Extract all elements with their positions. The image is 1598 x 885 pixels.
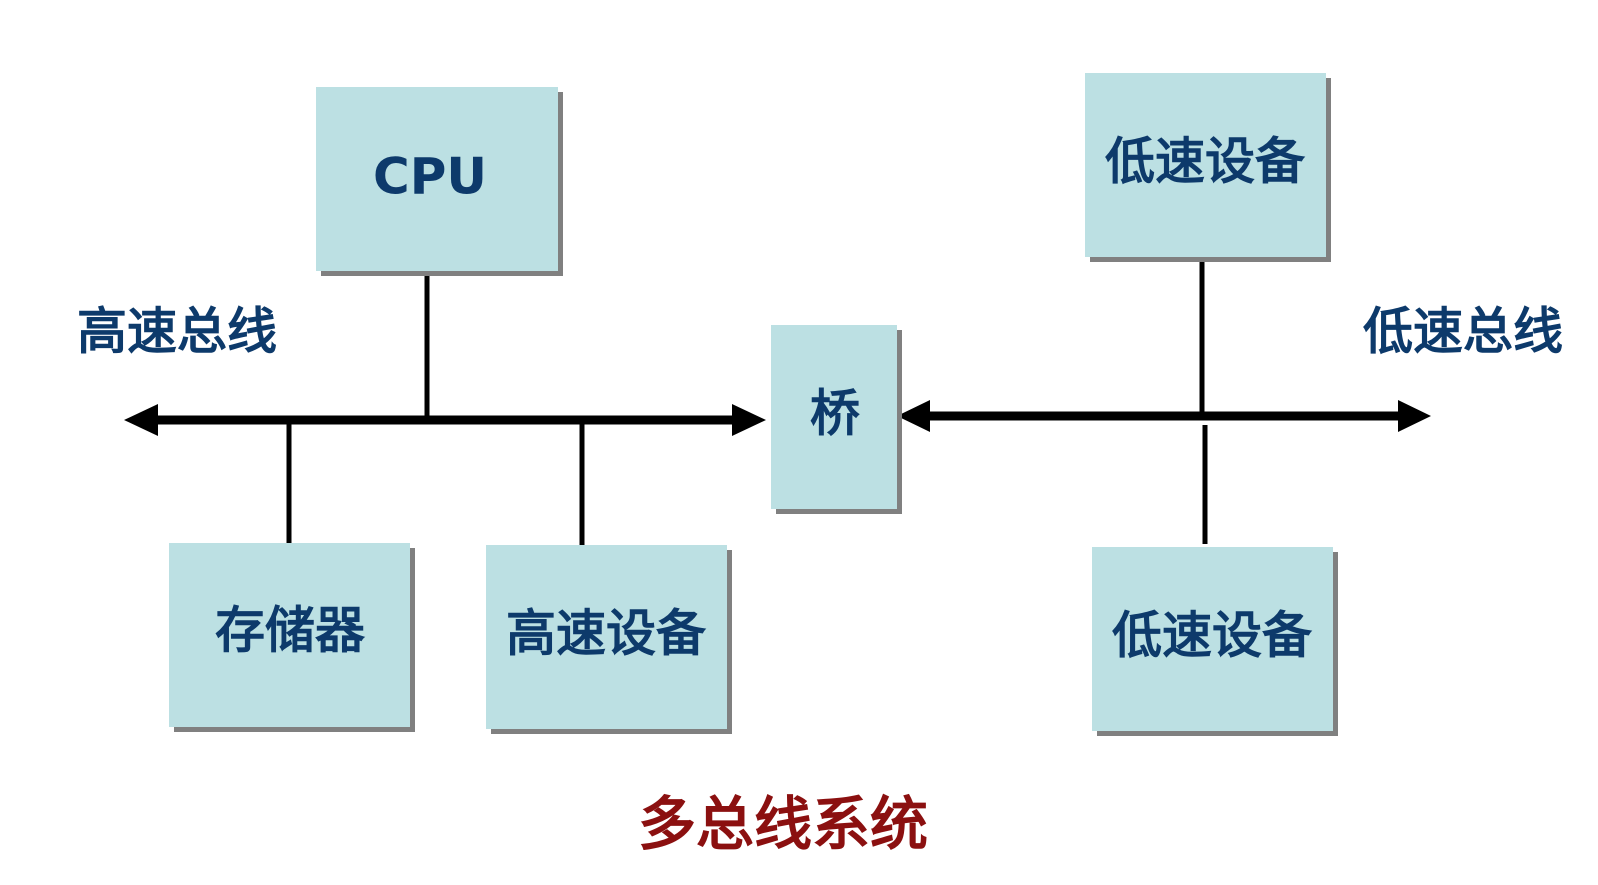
- low-speed-device-top-label: 低速设备: [1105, 133, 1306, 191]
- low-speed-bus: [897, 400, 1431, 432]
- high-speed-bus-left-arrow: [124, 404, 158, 436]
- low-speed-device-bottom-box-body: [1092, 547, 1333, 731]
- high-speed-bus-label: 高速总线: [77, 303, 277, 361]
- memory-box-body: [169, 543, 410, 727]
- cpu-label: CPU: [373, 148, 487, 206]
- bridge-label: 桥: [810, 385, 860, 443]
- bridge-box-body: [771, 325, 897, 509]
- low-speed-device-top-box-body: [1085, 73, 1326, 257]
- high-speed-device-box: 高速设备: [486, 545, 732, 734]
- memory-label: 存储器: [215, 602, 366, 660]
- cpu-box-body: [316, 87, 558, 271]
- low-speed-device-bottom-box: 低速设备: [1092, 547, 1338, 736]
- low-speed-bus-label: 低速总线: [1363, 303, 1563, 361]
- high-speed-device-label: 高速设备: [506, 605, 707, 663]
- cpu-box: CPU: [316, 87, 563, 276]
- bridge-box: 桥: [771, 325, 902, 514]
- low-speed-bus-left-arrow: [897, 400, 930, 432]
- high-speed-bus: [124, 404, 766, 436]
- memory-box: 存储器: [169, 543, 415, 732]
- low-speed-device-top-box: 低速设备: [1085, 73, 1331, 262]
- high-speed-bus-right-arrow: [732, 404, 766, 436]
- low-speed-bus-right-arrow: [1398, 400, 1431, 432]
- connectors: [286, 250, 1208, 545]
- high-speed-device-box-body: [486, 545, 727, 729]
- diagram-caption: 多总线系统: [638, 790, 928, 858]
- low-speed-device-bottom-label: 低速设备: [1112, 607, 1313, 665]
